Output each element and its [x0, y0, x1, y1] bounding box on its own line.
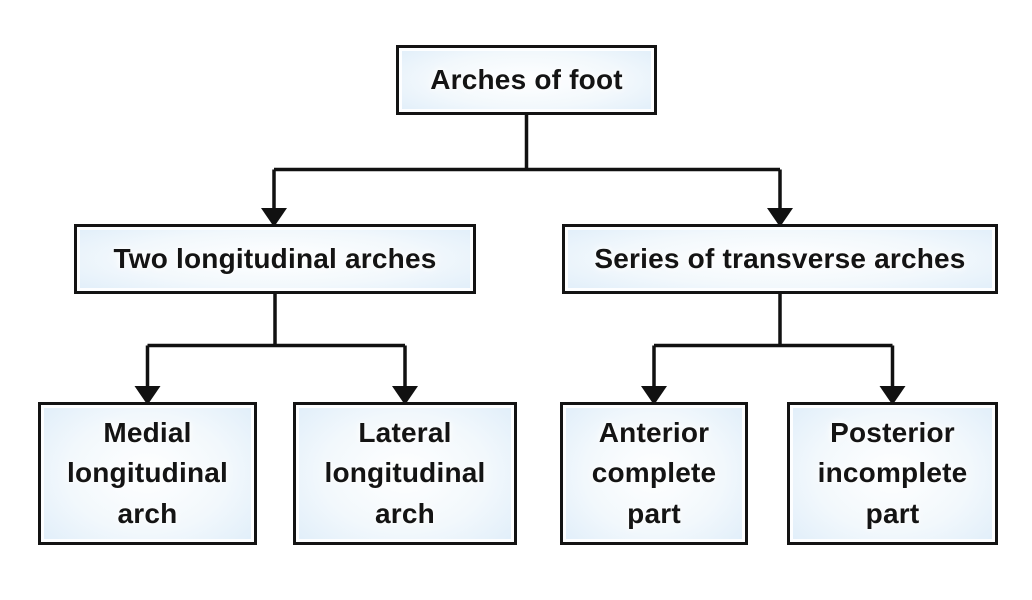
node-anterior-complete-part: Anterior complete part	[560, 402, 748, 545]
node-series-of-transverse-arches: Series of transverse arches	[562, 224, 998, 294]
node-label: Two longitudinal arches	[113, 242, 437, 274]
node-label: Series of transverse arches	[594, 242, 966, 274]
node-posterior-incomplete-part: Posterior incomplete part	[787, 402, 998, 545]
node-two-longitudinal-arches: Two longitudinal arches	[74, 224, 476, 294]
edge-longitudinal-to-leaves	[145, 294, 407, 388]
node-label: Posterior incomplete part	[817, 416, 968, 529]
node-label: Anterior complete part	[591, 416, 717, 529]
node-label: Arches of foot	[430, 63, 623, 95]
edge-root-to-level2	[272, 114, 782, 210]
node-label: Lateral longitudinal arch	[324, 416, 486, 529]
node-label: Medial longitudinal arch	[66, 416, 229, 529]
node-arches-of-foot: Arches of foot	[396, 45, 657, 115]
node-medial-longitudinal-arch: Medial longitudinal arch	[38, 402, 257, 545]
edge-transverse-to-leaves	[652, 294, 895, 388]
node-lateral-longitudinal-arch: Lateral longitudinal arch	[293, 402, 517, 545]
